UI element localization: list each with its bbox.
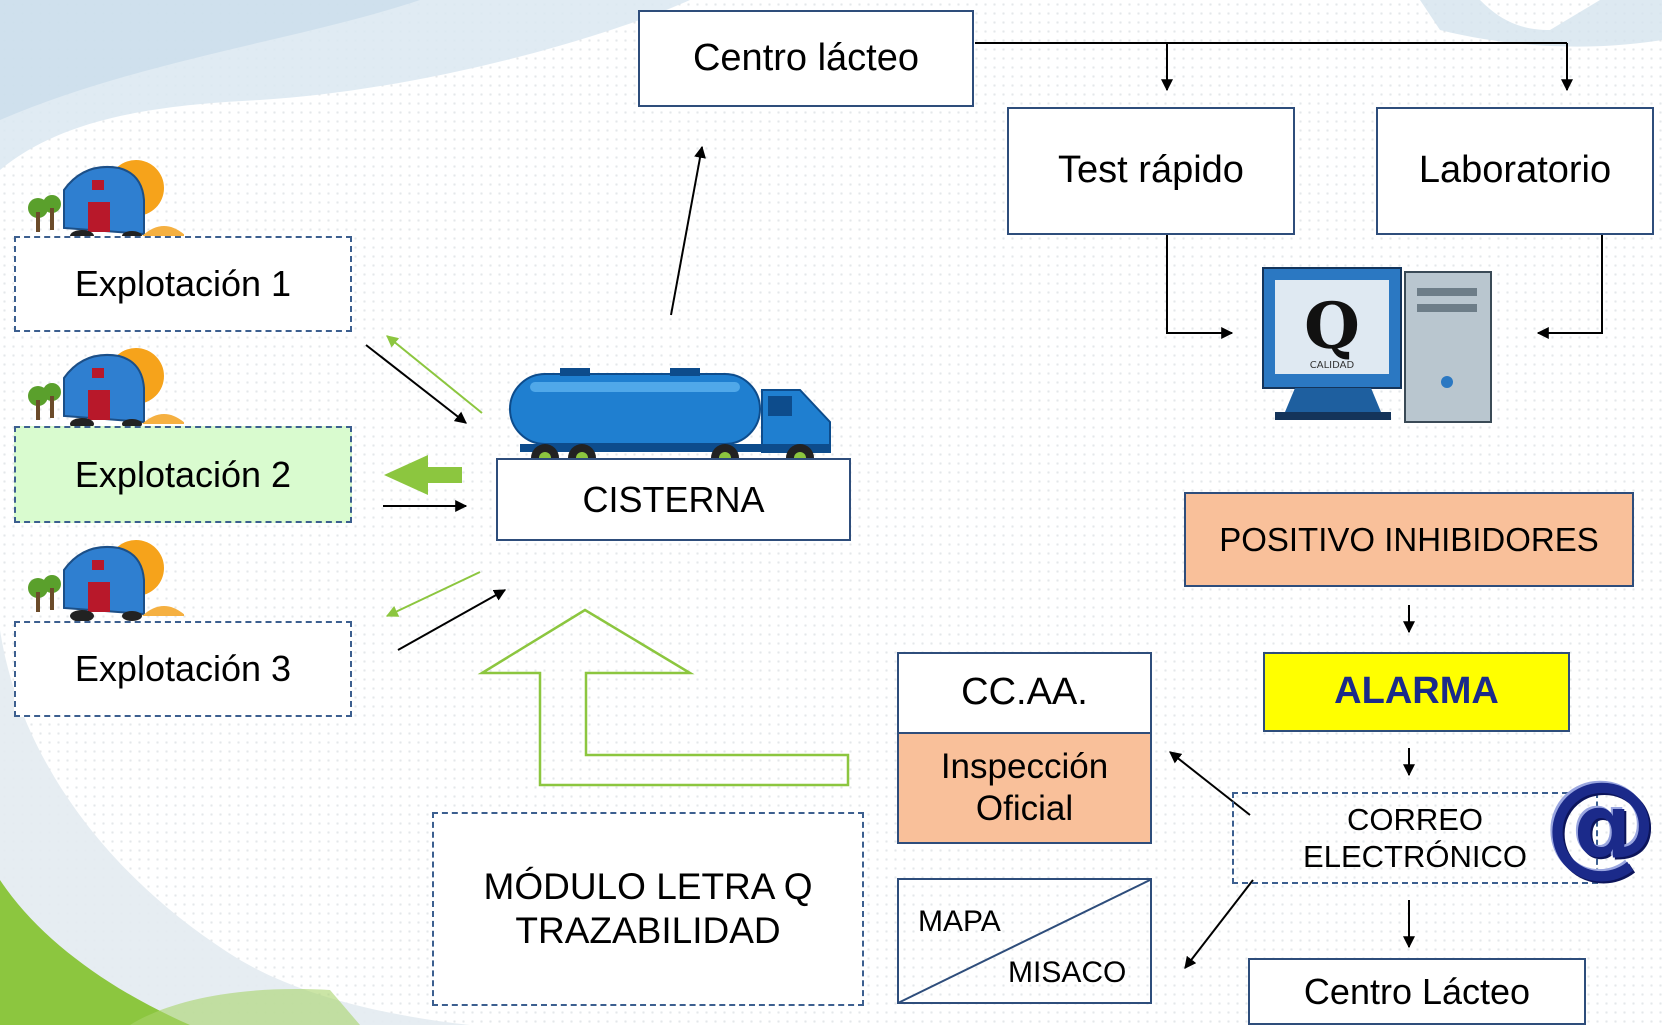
correo-electronico-box: CORREO ELECTRÓNICO — [1232, 792, 1598, 884]
laboratorio-box: Laboratorio — [1376, 107, 1654, 235]
explotacion-2-label: Explotación 2 — [74, 453, 292, 495]
centro-lacteo-bottom-box: Centro Lácteo — [1248, 958, 1586, 1025]
test-rapido-box: Test rápido — [1007, 107, 1295, 235]
laboratorio-label: Laboratorio — [1418, 149, 1612, 192]
test-rapido-label: Test rápido — [1058, 149, 1244, 192]
at-sign-glyph: @ — [1545, 759, 1657, 889]
modulo-line-2: TRAZABILIDAD — [515, 910, 781, 951]
correo-line-1: CORREO — [1346, 801, 1484, 837]
inspeccion-line-2: Oficial — [975, 789, 1074, 828]
positivo-inhibidores-box: POSITIVO INHIBIDORES — [1184, 492, 1634, 587]
explotacion-1-box: Explotación 1 — [14, 236, 352, 332]
cisterna-label: CISTERNA — [582, 478, 765, 520]
misaco-label: MISACO — [1008, 956, 1127, 989]
centro-lacteo-bottom-label: Centro Lácteo — [1303, 970, 1531, 1012]
alarma-label: ALARMA — [1334, 670, 1499, 713]
centro-lacteo-top-box: Centro lácteo — [638, 10, 974, 107]
computer-label: CALIDAD — [1310, 360, 1355, 371]
ccaa-label: CC.AA. — [961, 671, 1088, 714]
ccaa-box: CC.AA. — [897, 652, 1152, 734]
mapa-misaco-box — [897, 878, 1152, 1004]
cisterna-box: CISTERNA — [496, 458, 851, 541]
computer-icon: Q CALIDAD — [1262, 267, 1492, 423]
svg-text:Q: Q — [1304, 289, 1360, 364]
mapa-label: MAPA — [918, 905, 1001, 938]
explotacion-1-label: Explotación 1 — [74, 263, 292, 305]
tanker-truck-icon — [509, 368, 831, 472]
explotacion-3-label: Explotación 3 — [74, 648, 292, 690]
centro-lacteo-top-label: Centro lácteo — [692, 36, 919, 79]
explotacion-3-box: Explotación 3 — [14, 621, 352, 717]
farm-icon — [28, 160, 184, 242]
explotacion-2-box: Explotación 2 — [14, 426, 352, 523]
farm-icon — [28, 348, 184, 430]
at-sign-icon: @ — [1545, 768, 1657, 880]
inspeccion-oficial-box: Inspección Oficial — [897, 732, 1152, 844]
farm-icon — [28, 540, 184, 622]
positivo-inhibidores-label: POSITIVO INHIBIDORES — [1219, 520, 1599, 558]
inspeccion-line-1: Inspección — [940, 747, 1109, 786]
correo-line-2: ELECTRÓNICO — [1303, 839, 1527, 874]
alarma-box: ALARMA — [1263, 652, 1570, 732]
modulo-line-1: MÓDULO LETRA Q — [483, 865, 813, 907]
modulo-letra-q-box: MÓDULO LETRA Q TRAZABILIDAD — [432, 812, 864, 1006]
